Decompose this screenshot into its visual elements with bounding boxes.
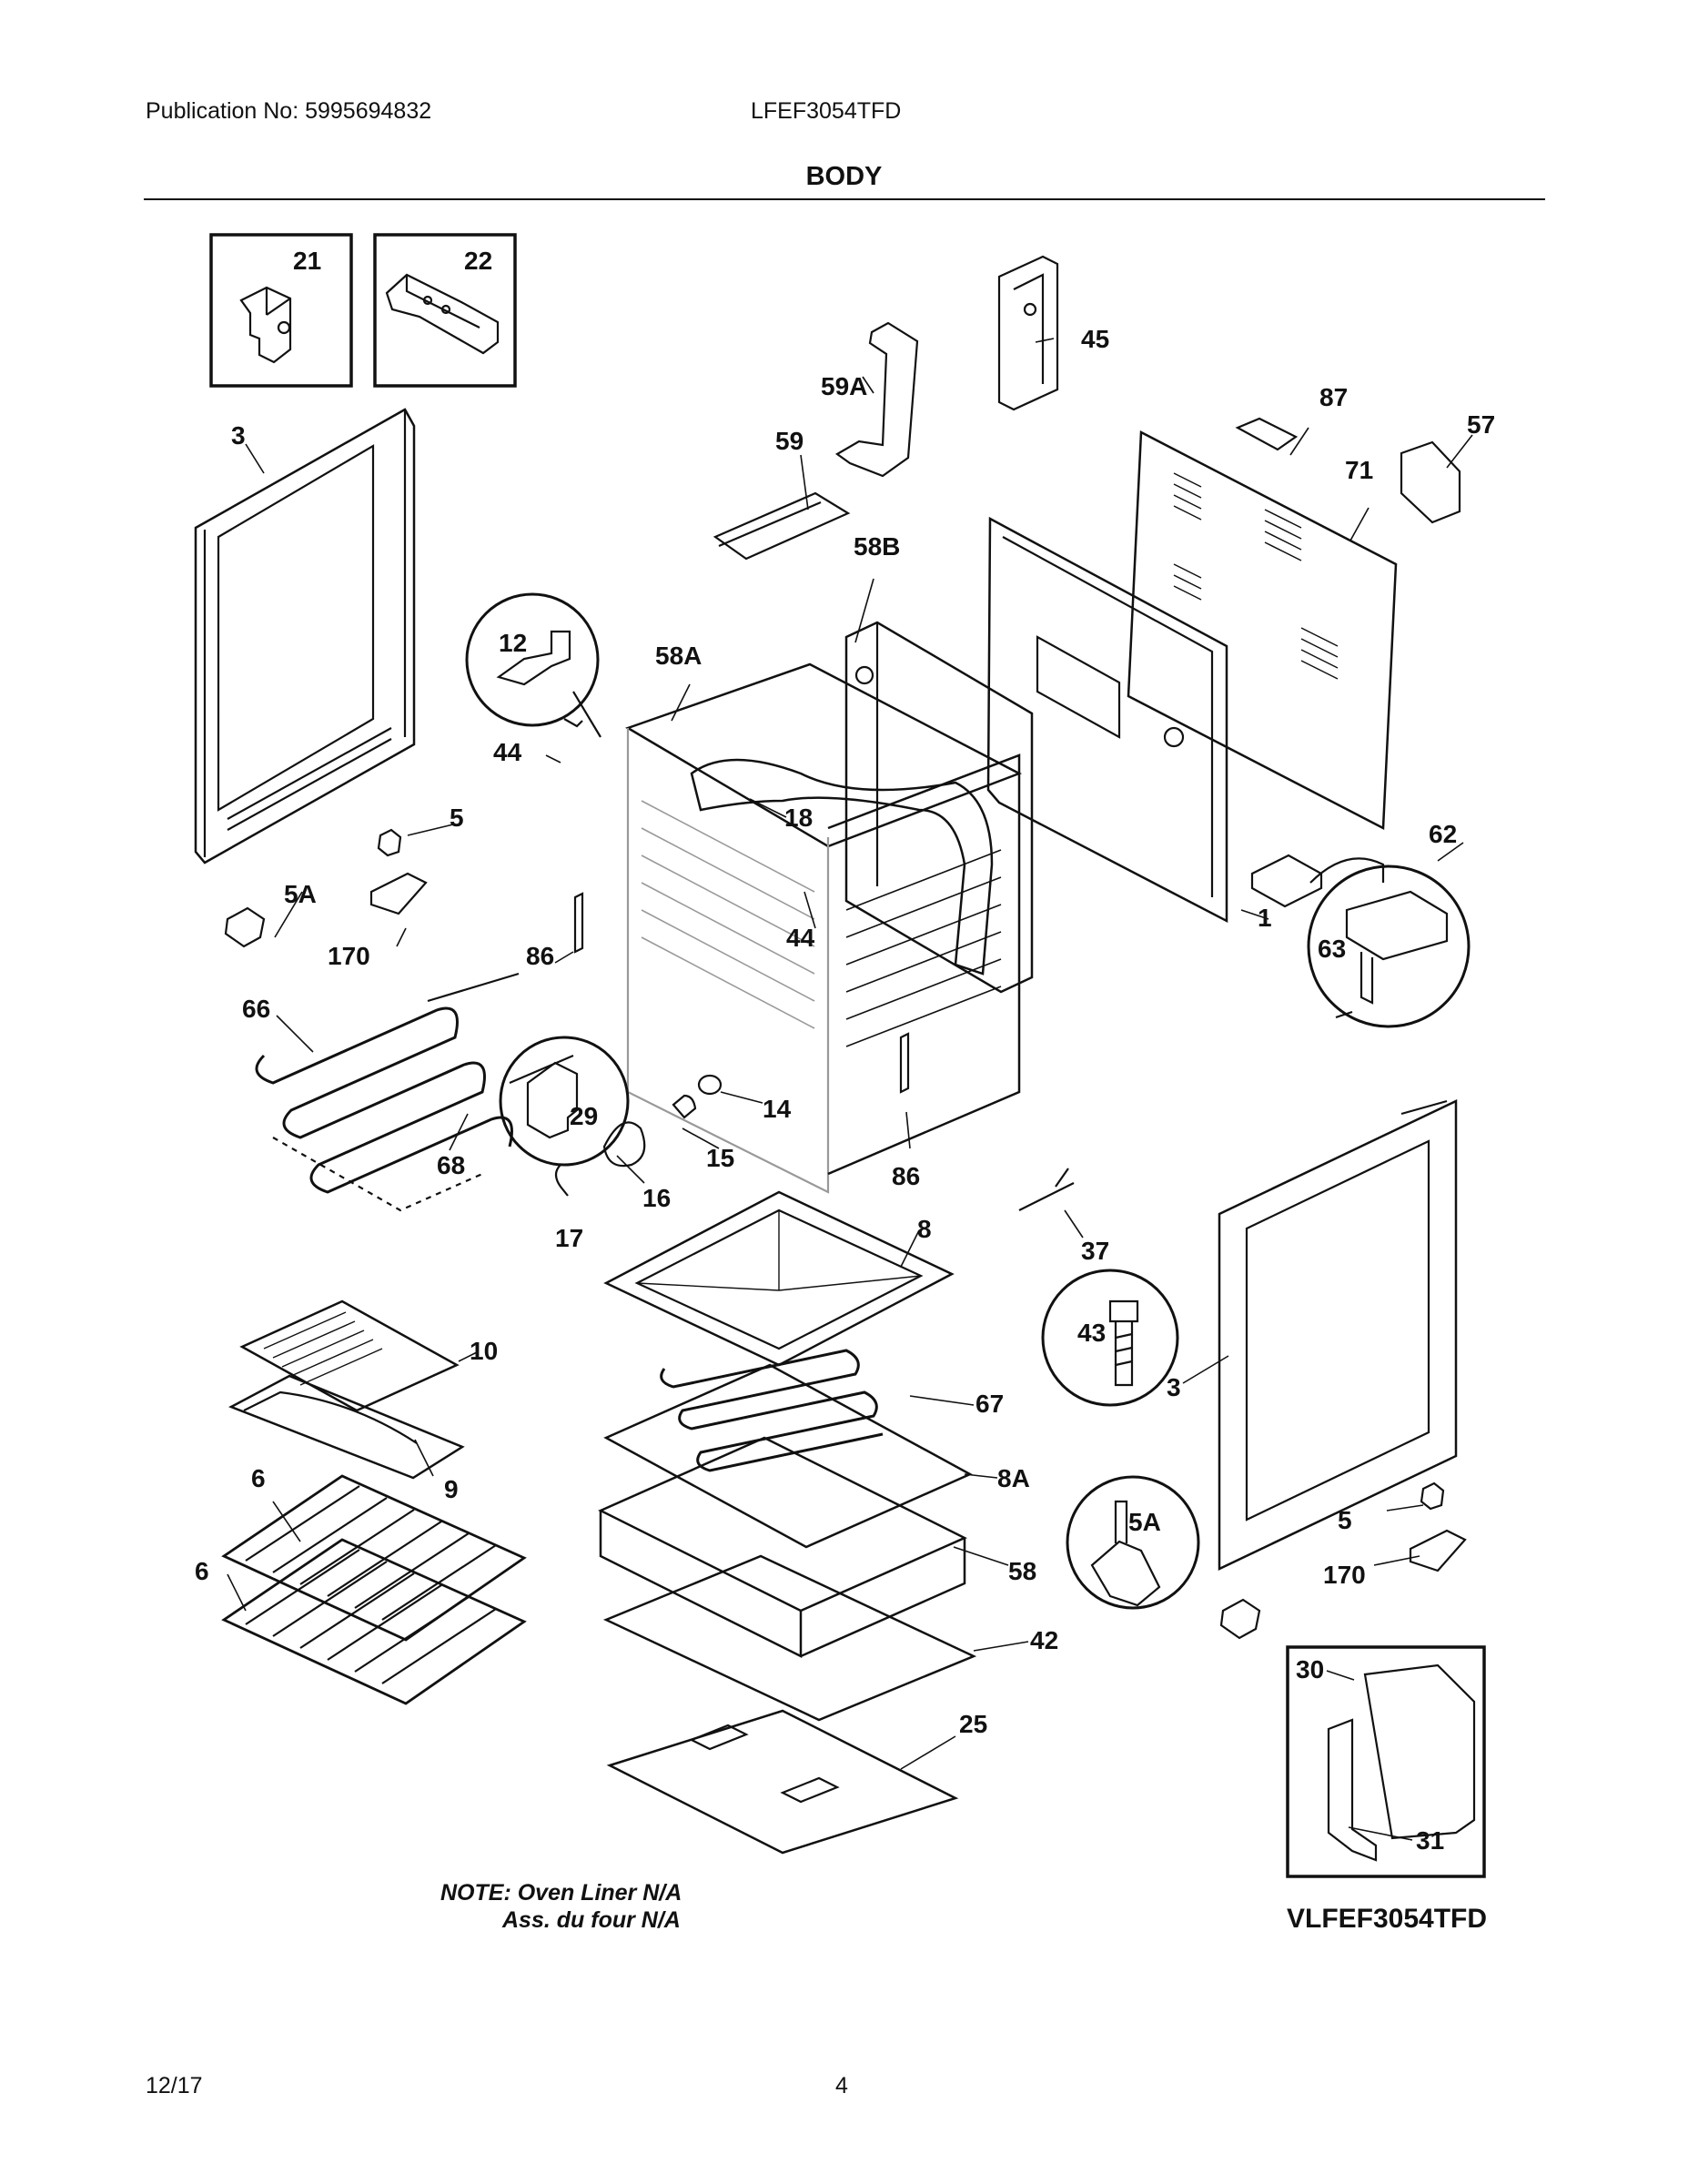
part-37-wire <box>1018 1168 1075 1211</box>
part-oven-door-right <box>1218 1099 1458 1571</box>
page-number: 4 <box>835 2073 848 2098</box>
callout-label: 12 <box>499 629 527 657</box>
callout-label: 59 <box>775 427 804 455</box>
callout-label: 170 <box>1323 1561 1366 1589</box>
callout-label: 14 <box>763 1095 792 1123</box>
inset-circle-12 <box>465 592 601 738</box>
part-59a-duct <box>834 321 919 478</box>
variant-code: VLFEF3054TFD <box>1287 1904 1488 1934</box>
part-42-frame <box>602 1554 977 1722</box>
callout-label: 44 <box>786 924 815 952</box>
part-45-bracket <box>997 255 1059 411</box>
part-57-cover <box>1400 440 1461 524</box>
part-oven-racks <box>221 1474 527 1705</box>
callout-label: 87 <box>1319 383 1348 411</box>
callout-label: 8A <box>997 1464 1030 1492</box>
callout-label: 18 <box>784 804 813 832</box>
callout-label: 25 <box>959 1710 987 1738</box>
callout-label: 66 <box>242 995 270 1023</box>
callout-label: 67 <box>975 1390 1004 1418</box>
callout-label: 58B <box>854 532 900 561</box>
part-59-channel <box>713 491 851 561</box>
part-58a-oven-cavity <box>625 662 1023 1194</box>
callout-label: 6 <box>251 1464 266 1492</box>
callout-label: 58A <box>655 642 702 670</box>
part-25-bottom-plate <box>606 1709 959 1855</box>
publication-number: Publication No: 5995694832 <box>146 98 432 124</box>
callout-label: 45 <box>1081 325 1109 353</box>
inset-box-22 <box>373 233 517 388</box>
page-title: BODY <box>805 162 883 191</box>
footer-date: 12/17 <box>146 2073 203 2098</box>
callout-label: 5A <box>1128 1508 1161 1536</box>
inset-box-30-31 <box>1286 1645 1486 1878</box>
part-left-hinge-hardware <box>224 828 428 948</box>
callout-label: 31 <box>1416 1826 1444 1855</box>
part-oven-door-left <box>194 408 416 864</box>
part-58-insulation-block <box>598 1436 967 1659</box>
callout-label: 43 <box>1077 1319 1106 1347</box>
inset-circle-62 <box>1307 864 1471 1028</box>
callout-label: 16 <box>642 1184 671 1212</box>
callout-label: 5 <box>1338 1506 1352 1534</box>
part-broiler-pan <box>228 1299 465 1480</box>
part-58b-insulation <box>844 621 1034 994</box>
callout-label: 59A <box>821 372 867 400</box>
callout-label: 22 <box>464 247 492 275</box>
part-1-rear-frame <box>986 516 1228 924</box>
callout-label: 15 <box>706 1144 734 1172</box>
callout-label: 3 <box>1167 1373 1181 1401</box>
callout-label: 21 <box>293 247 321 275</box>
callout-label: 57 <box>1467 410 1495 439</box>
part-87-plate <box>1235 417 1299 451</box>
callout-label: 63 <box>1318 935 1346 963</box>
callout-label: 62 <box>1429 820 1457 848</box>
part-86-tab-left <box>573 892 584 954</box>
callout-label: 30 <box>1296 1655 1324 1684</box>
callout-label: 8 <box>917 1215 932 1243</box>
callout-label: 86 <box>892 1162 920 1190</box>
callout-label: 68 <box>437 1151 465 1179</box>
callout-label: 37 <box>1081 1237 1109 1265</box>
model-number: LFEF3054TFD <box>751 98 902 124</box>
callout-label: 9 <box>444 1475 459 1503</box>
part-light-assembly <box>554 1074 723 1197</box>
callout-label: 29 <box>570 1102 598 1130</box>
note-line-1: NOTE: Oven Liner N/A <box>440 1880 682 1906</box>
part-66-broil-element <box>255 972 574 1194</box>
part-67-bake-element <box>660 1349 884 1472</box>
callout-labels: 21 22 45 59A 87 57 3 59 71 58B 12 58A 44… <box>195 247 1495 1855</box>
callout-label: 170 <box>328 942 370 970</box>
callout-label: 58 <box>1008 1557 1036 1585</box>
part-right-hinge-hardware <box>1219 1481 1467 1640</box>
callout-label: 10 <box>470 1337 498 1365</box>
callout-label: 42 <box>1030 1626 1058 1654</box>
part-terminal-block <box>1250 854 1323 908</box>
part-86-tab-right <box>899 1032 910 1094</box>
header-divider <box>144 198 1545 200</box>
callout-label: 86 <box>526 942 554 970</box>
callout-label: 6 <box>195 1557 209 1585</box>
callout-label: 5 <box>450 804 464 832</box>
part-68-wire <box>272 1137 483 1212</box>
callout-label: 71 <box>1345 456 1373 484</box>
note-line-2: Ass. du four N/A <box>502 1907 681 1933</box>
callout-label: 1 <box>1258 904 1272 932</box>
inset-box-21 <box>209 233 353 388</box>
inset-circle-29 <box>499 1036 630 1167</box>
part-71-back-panel <box>1127 430 1398 831</box>
part-8a-tray <box>603 1363 973 1549</box>
arrow-to-62 <box>1309 857 1385 884</box>
callout-label: 17 <box>555 1224 583 1252</box>
callout-label: 44 <box>493 738 522 766</box>
callout-label: 3 <box>231 421 246 450</box>
inset-circle-43 <box>1041 1269 1179 1407</box>
inset-circle-5a-right <box>1066 1475 1200 1610</box>
leader-lines <box>227 338 1473 1841</box>
callout-label: 5A <box>284 880 317 908</box>
part-8-oven-bottom <box>603 1190 955 1367</box>
